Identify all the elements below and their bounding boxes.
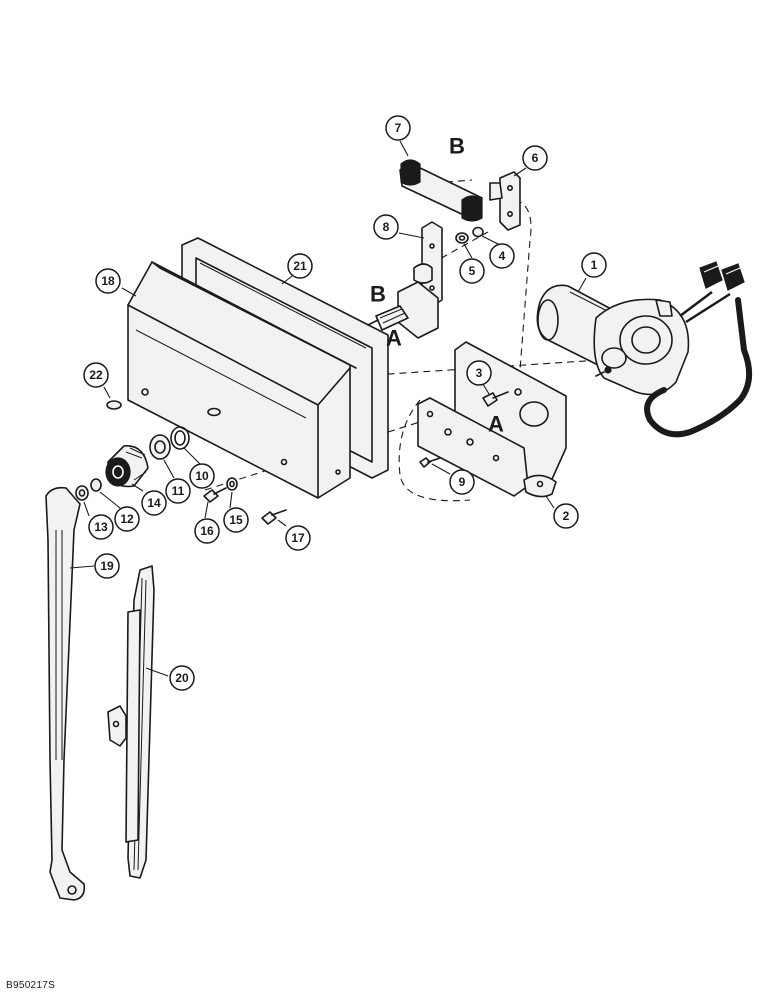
callout-20: 20 bbox=[169, 665, 195, 691]
plug-part-22 bbox=[106, 400, 122, 410]
washer-part-12 bbox=[90, 478, 102, 492]
callout-2: 2 bbox=[553, 503, 579, 529]
nut-part-15 bbox=[226, 477, 238, 491]
callout-3: 3 bbox=[466, 360, 492, 386]
svg-text:16: 16 bbox=[200, 524, 214, 538]
housing-cover-part-18 bbox=[127, 261, 357, 499]
svg-text:18: 18 bbox=[101, 274, 115, 288]
callout-1: 1 bbox=[581, 252, 607, 278]
callout-16: 16 bbox=[194, 518, 220, 544]
callout-11: 11 bbox=[165, 478, 191, 504]
svg-text:4: 4 bbox=[499, 249, 506, 263]
figure-id-label: B950217S bbox=[6, 980, 56, 991]
nut-part-5 bbox=[455, 232, 469, 244]
bolt-part-17 bbox=[261, 509, 287, 525]
svg-text:1: 1 bbox=[591, 258, 598, 272]
callout-14: 14 bbox=[141, 490, 167, 516]
ref-letter-a-bracket: A bbox=[488, 412, 504, 437]
callout-12: 12 bbox=[114, 506, 140, 532]
svg-text:15: 15 bbox=[229, 513, 243, 527]
callout-17: 17 bbox=[285, 525, 311, 551]
linkage-arm-part-7 bbox=[399, 159, 483, 222]
svg-text:5: 5 bbox=[469, 264, 476, 278]
washer-part-4 bbox=[472, 226, 484, 238]
seal-part-10 bbox=[170, 426, 190, 450]
callout-19: 19 bbox=[94, 553, 120, 579]
svg-text:13: 13 bbox=[94, 520, 108, 534]
svg-text:3: 3 bbox=[476, 366, 483, 380]
screw-part-9 bbox=[419, 457, 441, 468]
wiper-motor-part-1 bbox=[536, 284, 690, 396]
svg-text:21: 21 bbox=[293, 259, 307, 273]
callout-8: 8 bbox=[373, 214, 399, 240]
svg-text:17: 17 bbox=[291, 531, 305, 545]
screw-part-3 bbox=[482, 391, 509, 407]
svg-text:19: 19 bbox=[100, 559, 114, 573]
callout-6: 6 bbox=[522, 145, 548, 171]
svg-text:7: 7 bbox=[395, 121, 402, 135]
callout-21: 21 bbox=[287, 253, 313, 279]
callout-22: 22 bbox=[83, 362, 109, 388]
svg-text:8: 8 bbox=[383, 220, 390, 234]
svg-text:22: 22 bbox=[89, 368, 103, 382]
svg-text:10: 10 bbox=[195, 469, 209, 483]
leader-lines bbox=[69, 140, 587, 677]
nut-part-11 bbox=[149, 434, 171, 460]
callout-10: 10 bbox=[189, 463, 215, 489]
ref-letter-b-pivot: B bbox=[370, 282, 386, 307]
svg-text:20: 20 bbox=[175, 671, 189, 685]
svg-text:9: 9 bbox=[459, 475, 466, 489]
ref-letter-b-top: B bbox=[449, 134, 465, 159]
wiper-arm-part-19 bbox=[45, 486, 86, 901]
svg-text:2: 2 bbox=[563, 509, 570, 523]
callout-4: 4 bbox=[489, 243, 515, 269]
callout-13: 13 bbox=[88, 514, 114, 540]
bolt-part-16 bbox=[203, 487, 227, 503]
pivot-shaft-bracket-part-8 bbox=[367, 221, 443, 339]
callout-9: 9 bbox=[449, 469, 475, 495]
callout-5: 5 bbox=[459, 258, 485, 284]
svg-text:11: 11 bbox=[172, 484, 185, 498]
spline-bushing-part-14 bbox=[105, 445, 149, 488]
callout-18: 18 bbox=[95, 268, 121, 294]
callout-7: 7 bbox=[385, 115, 411, 141]
motor-wire-harness bbox=[644, 261, 753, 438]
pivot-bracket-part-6 bbox=[489, 171, 521, 231]
ref-letter-a-pivot: A bbox=[386, 326, 402, 351]
svg-text:14: 14 bbox=[147, 496, 161, 510]
callout-15: 15 bbox=[223, 507, 249, 533]
svg-text:12: 12 bbox=[120, 512, 134, 526]
wiper-blade-part-20 bbox=[107, 565, 155, 879]
nut-part-13 bbox=[75, 485, 89, 501]
svg-text:6: 6 bbox=[532, 151, 539, 165]
